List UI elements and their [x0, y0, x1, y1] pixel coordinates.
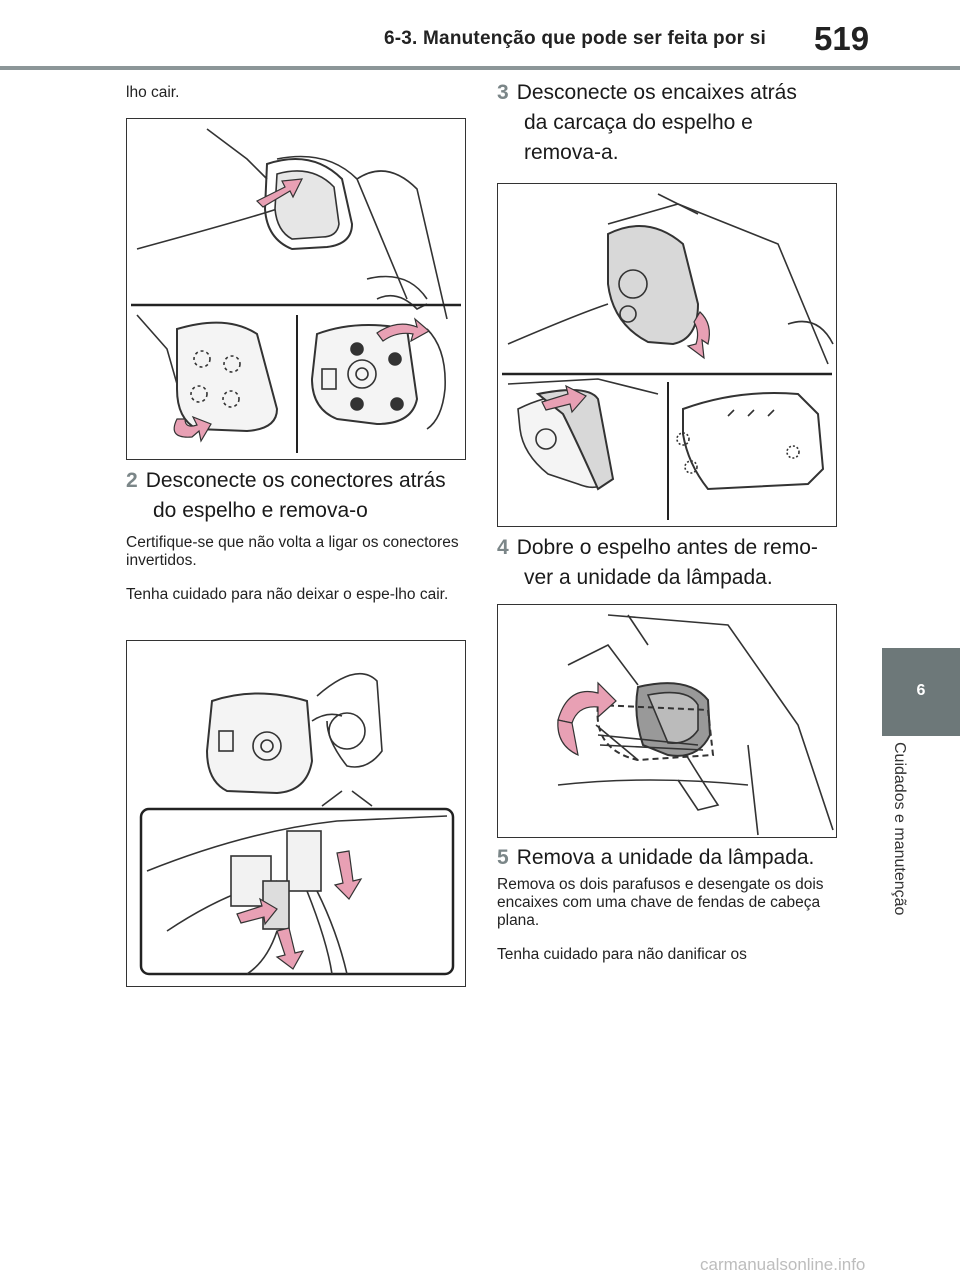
step-4-title-line2: ver a unidade da lâmpada. [524, 566, 773, 589]
page-number: 519 [814, 20, 870, 57]
figure-mirror-cover-removal [497, 183, 837, 527]
note-connectors: Certifique-se que não volta a ligar os c… [126, 534, 459, 569]
watermark: carmanualsonline.info [700, 1255, 866, 1274]
step-2-number: 2 [126, 469, 138, 492]
section-title: 6-3. Manutenção que pode ser feita por s… [384, 28, 766, 49]
connector-illustration [139, 672, 455, 976]
step-3-title-line1: Desconecte os encaixes atrás [516, 81, 797, 104]
figure-mirror-glass-removal [126, 118, 466, 460]
continued-text: lho cair. [126, 84, 180, 101]
step-4-number: 4 [497, 536, 509, 559]
step-3: 3 Desconecte os encaixes atrás da carcaça… [497, 78, 847, 168]
note-screws: Remova os dois parafusos e desengate os … [497, 876, 824, 929]
step-4: 4 Dobre o espelho antes de remo- ver a un… [497, 533, 847, 593]
step-5-number: 5 [497, 846, 509, 869]
note-care-damage: Tenha cuidado para não danificar os [497, 946, 747, 963]
step-5: 5 Remova a unidade da lâmpada. [497, 843, 847, 873]
step-3-title-line2: da carcaça do espelho e [524, 111, 753, 134]
chapter-number: 6 [916, 682, 926, 699]
chapter-title-text: Cuidados e manutenção [891, 742, 908, 916]
step-5-title: Remova a unidade da lâmpada. [516, 846, 815, 869]
fold-mirror-illustration [557, 614, 834, 836]
step-4-title-line1: Dobre o espelho antes de remo- [516, 536, 818, 559]
chapter-tab: 6 [882, 648, 960, 736]
step-2-title-line2: do espelho e remova-o [153, 499, 368, 522]
figure-connectors [126, 640, 466, 987]
chapter-title: Cuidados e manutenção [888, 742, 918, 964]
header-rule [0, 66, 960, 70]
note-mirror-care: Tenha cuidado para não deixar o espe-lho… [126, 586, 449, 603]
step-2: 2 Desconecte os conectores atrás do espel… [126, 466, 476, 526]
step-2-title-line1: Desconecte os conectores atrás [145, 469, 446, 492]
mirror-cover-illustration [502, 193, 834, 520]
step-3-title-line3: remova-a. [524, 141, 619, 164]
figure-fold-mirror [497, 604, 837, 838]
mirror-glass-illustration [131, 128, 461, 453]
step-3-number: 3 [497, 81, 509, 104]
